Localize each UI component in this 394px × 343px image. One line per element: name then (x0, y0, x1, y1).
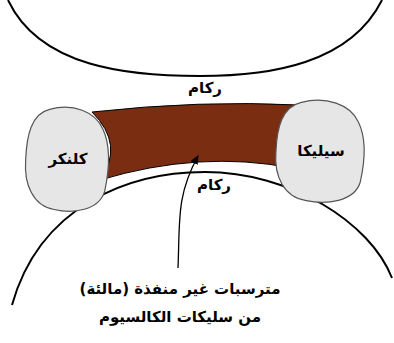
grain-blob: سيليكا (272, 98, 370, 206)
blob-label: كلنكر (48, 150, 87, 170)
aggregate-fill (8, 0, 382, 76)
grain-blob: كلنكر (22, 105, 114, 215)
aggregate-label: ركام (188, 79, 222, 97)
blob-label: سيليكا (297, 142, 344, 162)
aggregate-label: ركام (197, 176, 231, 194)
cement-paste (92, 104, 300, 180)
aggregate-top (8, 0, 382, 76)
callout-text: مترسبات غير منفذة (مالئة) من سليكات الكا… (69, 275, 291, 331)
leader-arrow (178, 156, 198, 268)
